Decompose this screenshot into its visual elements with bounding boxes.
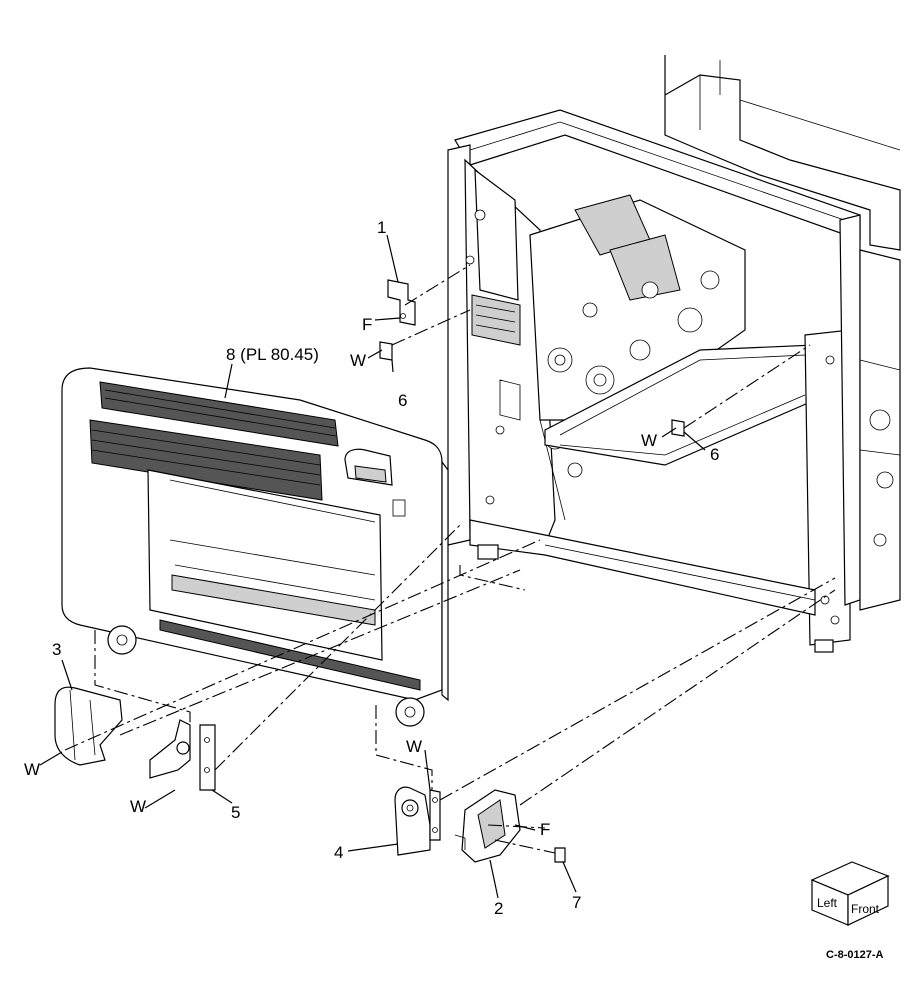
callout-part-1: 1 — [377, 218, 386, 237]
screw-label-w-bracket-right: W — [641, 431, 657, 450]
cube-front-label: Front — [851, 902, 880, 916]
orientation-cube: Left Front — [810, 861, 890, 926]
callout-part-5: 5 — [231, 803, 240, 822]
screw-label-w-hinge-left: W — [24, 760, 40, 779]
part-7-clip — [554, 847, 566, 863]
part-2-hinge-cover — [454, 789, 521, 863]
machine-frame — [447, 55, 901, 653]
part-1-bracket — [387, 279, 416, 326]
callout-part-4: 4 — [334, 843, 343, 862]
part-6-clip-left — [379, 341, 393, 361]
leader-lines — [39, 234, 706, 899]
assembly-lines — [64, 264, 836, 854]
callout-part-6-right: 6 — [710, 445, 719, 464]
screw-label-w-hinge-mid: W — [130, 797, 146, 816]
callout-part-2: 2 — [494, 899, 503, 918]
callout-part-8: 8 (PL 80.45) — [226, 345, 319, 364]
part-4-hinge-bracket — [394, 786, 441, 856]
callout-part-3: 3 — [52, 640, 61, 659]
callout-part-6-left: 6 — [398, 391, 407, 410]
part-5-hinge-bracket — [149, 719, 216, 791]
part-6-clip-right — [671, 419, 685, 437]
part-3-hinge-cover — [54, 686, 123, 766]
cube-left-label: Left — [817, 896, 838, 910]
screw-label-w-hinge-right: W — [406, 737, 422, 756]
front-cover-assembly — [61, 367, 449, 727]
figure-id: C-8-0127-A — [826, 949, 884, 961]
screw-label-f-upper: F — [362, 315, 372, 334]
callout-labels: 1 F W 6 8 (PL 80.45) W 6 3 W W 5 W 4 F 2… — [24, 218, 719, 918]
screw-label-f-lower: F — [540, 820, 550, 839]
screw-label-w-bracket-left: W — [350, 351, 366, 370]
callout-part-7: 7 — [572, 893, 581, 912]
